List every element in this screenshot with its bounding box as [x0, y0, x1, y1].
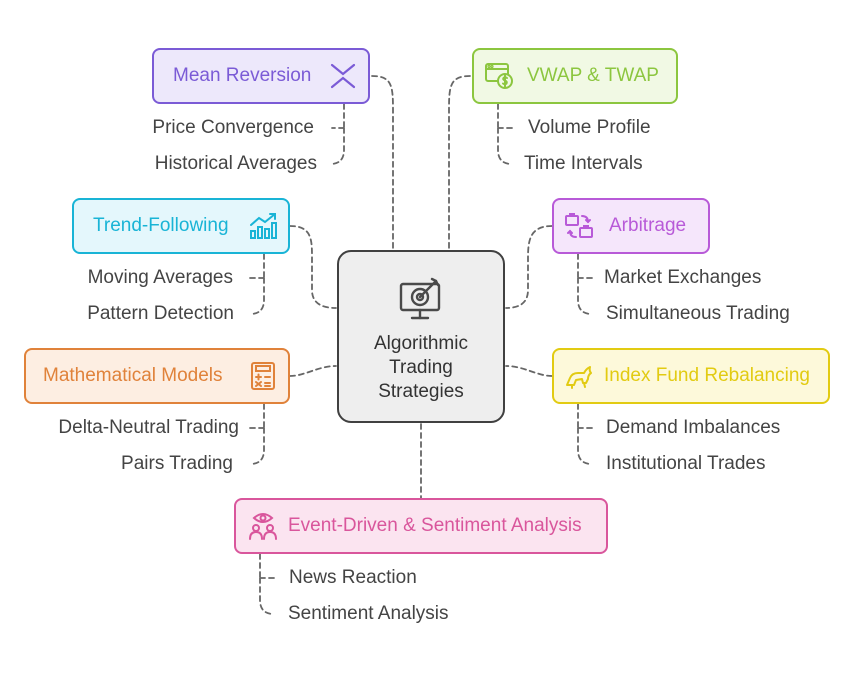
central-title-line: Trading	[389, 357, 453, 378]
branch-mean-reversion[interactable]: Mean Reversion	[152, 48, 370, 104]
branch-title: Mathematical Models	[43, 365, 223, 386]
sub-connector	[329, 103, 345, 165]
sub-item: Delta-Neutral Trading	[58, 417, 239, 438]
branch-arbitrage[interactable]: Arbitrage	[552, 198, 710, 254]
central-topic: Algorithmic Trading Strategies	[337, 250, 505, 423]
branch-mathematical-models[interactable]: Mathematical Models	[24, 348, 290, 404]
sub-item: Market Exchanges	[604, 267, 762, 288]
sub-connector	[259, 553, 275, 615]
connector-mathematical-models	[289, 365, 337, 377]
converging-arrows-icon	[330, 63, 356, 89]
central-title-line: Algorithmic	[374, 333, 468, 354]
sub-item: Simultaneous Trading	[606, 303, 790, 324]
sub-item: Historical Averages	[154, 153, 317, 174]
sub-connector	[577, 403, 593, 465]
sub-connector	[497, 103, 513, 165]
briefcase-exchange-icon	[565, 213, 593, 238]
sub-item: Pattern Detection	[87, 303, 234, 324]
connector-arbitrage	[505, 225, 553, 309]
sub-item: Institutional Trades	[606, 453, 766, 474]
branch-vwap-twap[interactable]: VWAP & TWAP	[472, 48, 678, 104]
sub-item: Demand Imbalances	[606, 417, 781, 438]
connector-mean-reversion	[371, 75, 394, 251]
branch-title: Index Fund Rebalancing	[604, 365, 810, 386]
connector-index-fund	[505, 365, 553, 377]
sub-connector	[249, 403, 265, 465]
sub-item: Volume Profile	[528, 117, 651, 138]
sub-connector	[249, 253, 265, 315]
sub-connector	[577, 253, 593, 315]
central-title-line: Strategies	[378, 381, 464, 402]
sub-item: News Reaction	[289, 567, 417, 588]
branch-title: VWAP & TWAP	[527, 65, 659, 86]
people-eye-icon	[249, 513, 277, 540]
connector-vwap-twap	[448, 75, 471, 251]
branch-event-driven-sentiment[interactable]: Event-Driven & Sentiment Analysis	[234, 498, 608, 554]
sub-item: Moving Averages	[87, 267, 233, 288]
branch-trend-following[interactable]: Trend-Following	[72, 198, 290, 254]
branch-title: Trend-Following	[93, 215, 229, 236]
branch-index-fund-rebalancing[interactable]: Index Fund Rebalancing	[552, 348, 830, 404]
calculator-icon	[251, 362, 275, 390]
sub-item: Pairs Trading	[121, 453, 233, 474]
bull-icon	[566, 366, 592, 389]
branch-title: Arbitrage	[609, 215, 687, 236]
branch-title: Mean Reversion	[173, 65, 312, 86]
sub-item: Sentiment Analysis	[288, 603, 449, 624]
browser-dollar-icon	[485, 63, 513, 89]
branch-title: Event-Driven & Sentiment Analysis	[288, 515, 582, 536]
central-title: Algorithmic Trading Strategies	[339, 332, 503, 404]
sub-item: Time Intervals	[524, 153, 643, 174]
sub-item: Price Convergence	[152, 117, 314, 138]
monitor-target-icon	[399, 277, 441, 320]
rising-bar-chart-icon	[250, 213, 277, 239]
connector-trend-following	[289, 225, 337, 309]
